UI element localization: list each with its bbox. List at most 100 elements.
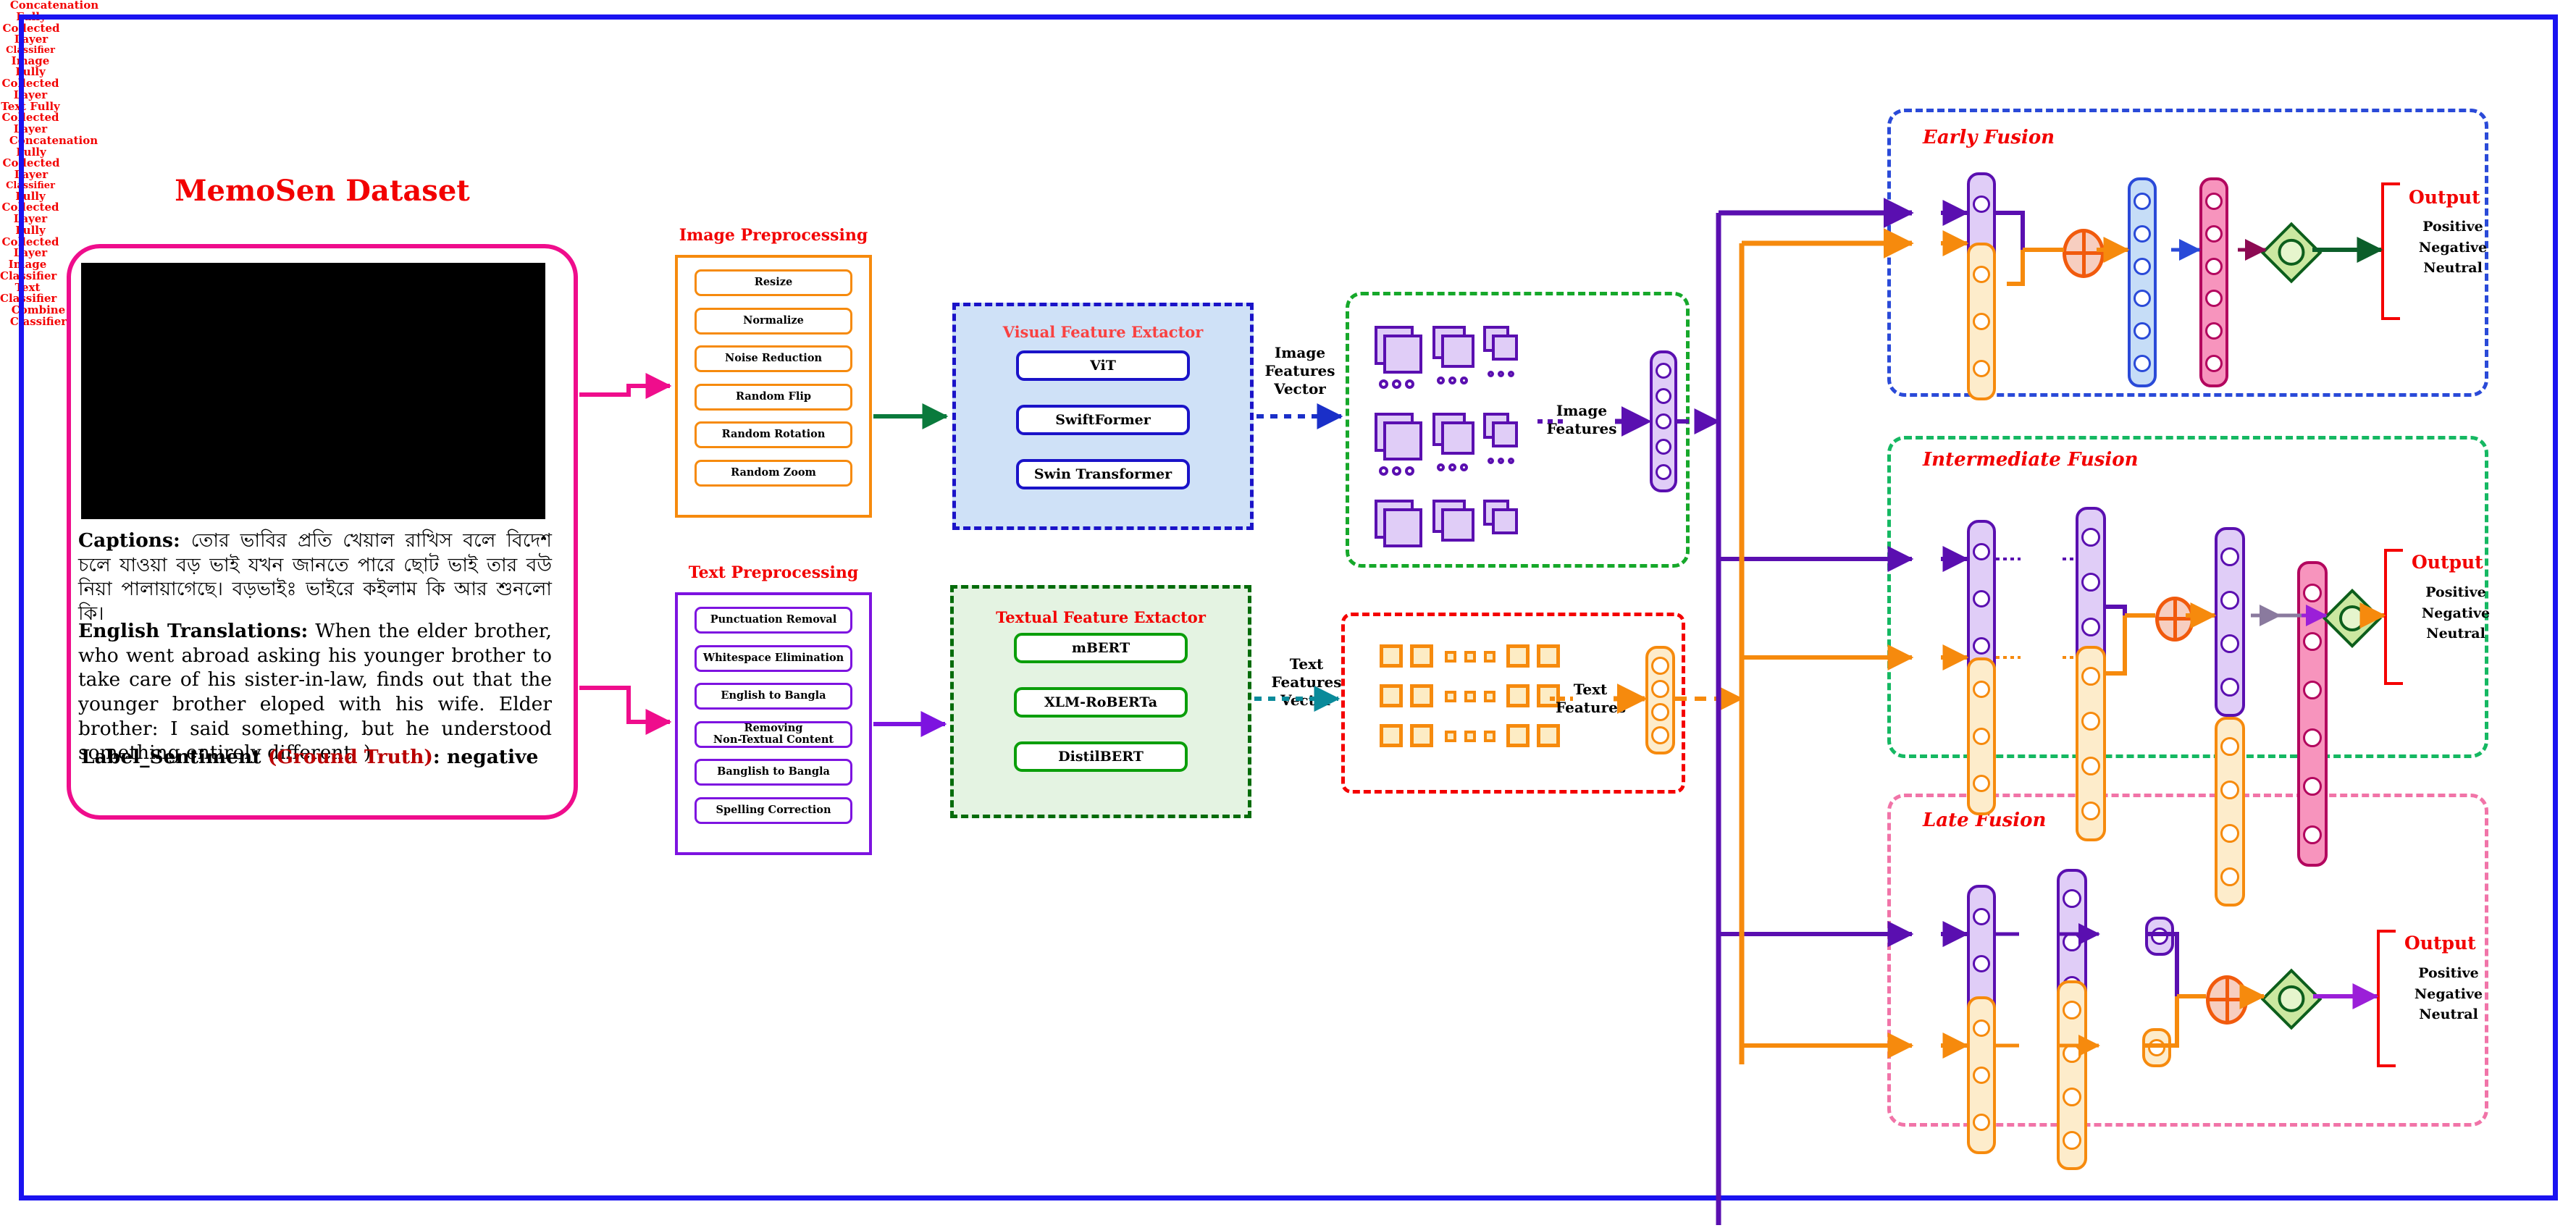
vector-node	[2081, 757, 2100, 775]
image-preprocessing-step-2[interactable]: Normalize	[695, 307, 852, 335]
textual-extractor-model-2[interactable]: XLM-RoBERTa	[1014, 687, 1188, 718]
visual-extractor-model-3[interactable]: Swin Transformer	[1016, 459, 1190, 489]
vector-node	[2134, 354, 2151, 372]
vector-node	[1973, 542, 1990, 560]
image-feature-tile	[1483, 500, 1518, 534]
text-feature-square-small	[1484, 731, 1495, 742]
vector-node	[2205, 224, 2223, 243]
vector-node	[1973, 775, 1990, 793]
vector-node	[2220, 678, 2239, 697]
late-combine-node	[2206, 975, 2248, 1025]
early-text-vector[interactable]	[1967, 243, 1996, 400]
vector-node	[2220, 737, 2239, 756]
ellipsis-dot-icon	[1405, 379, 1414, 389]
intermediate-text-fc-vector[interactable]	[2076, 646, 2106, 841]
vector-node	[2063, 1088, 2081, 1106]
text-feature-square	[1537, 644, 1560, 668]
vector-node	[2205, 193, 2223, 211]
text-preprocessing-step-6[interactable]: Spelling Correction	[695, 796, 852, 824]
vector-node	[2220, 824, 2239, 843]
image-feature-ellipsis	[1437, 463, 1468, 471]
vector-node	[2081, 667, 2100, 686]
ellipsis-dot-icon	[1392, 466, 1401, 476]
image-preprocessing-step-6[interactable]: Random Zoom	[695, 459, 852, 487]
vector-node	[1656, 438, 1671, 455]
intermediate-image-vector[interactable]	[1967, 520, 1996, 678]
ellipsis-dot-icon	[1379, 379, 1388, 389]
vector-node	[2303, 825, 2322, 844]
text-preprocessing-step-2[interactable]: Whitespace Elimination	[695, 644, 852, 672]
vector-node	[2205, 354, 2223, 372]
text-feature-square	[1410, 684, 1433, 707]
vector-node	[2063, 1001, 2081, 1019]
ellipsis-dot-icon	[1405, 466, 1414, 476]
text-feature-square	[1537, 724, 1560, 747]
ellipsis-dot-icon	[1448, 463, 1456, 471]
visual-extractor-model-2[interactable]: SwiftFormer	[1016, 405, 1190, 435]
text-feature-square-small	[1464, 651, 1476, 663]
ellipsis-dot-icon	[1392, 379, 1401, 389]
vector-node	[2063, 1131, 2081, 1150]
vector-node	[2205, 290, 2223, 308]
image-feature-ellipsis	[1437, 377, 1468, 384]
image-preprocessing-step-1[interactable]: Resize	[695, 269, 852, 296]
vector-node	[1651, 702, 1669, 721]
translation-text: When the elder brother, who went abroad …	[78, 620, 552, 765]
image-preprocessing-step-5[interactable]: Random Rotation	[695, 421, 852, 448]
textual-extractor-model-3[interactable]: DistilBERT	[1014, 741, 1188, 772]
text-feature-output-vector[interactable]	[1645, 646, 1675, 754]
text-feature-square-small	[1464, 691, 1476, 702]
vector-node	[2151, 928, 2168, 945]
text-preprocessing-step-5[interactable]: Banglish to Bangla	[695, 759, 852, 786]
vector-node	[1651, 656, 1669, 675]
vector-node	[2063, 933, 2081, 951]
early-fusion-title: Early Fusion	[1923, 127, 2055, 148]
image-feature-output-vector[interactable]	[1650, 350, 1677, 492]
ellipsis-dot-icon	[1448, 377, 1456, 384]
vector-node	[1656, 388, 1671, 405]
intermediate-concat-top-vector[interactable]	[2215, 527, 2245, 717]
image-feature-square-front	[1492, 508, 1518, 534]
image-feature-square-front	[1441, 335, 1474, 368]
late-image-classifier-node[interactable]	[2145, 917, 2174, 956]
late-text-fc-vector[interactable]	[2057, 980, 2087, 1170]
image-preprocessing-step-3[interactable]: Noise Reduction	[695, 345, 852, 372]
text-preprocessing-step-1[interactable]: Punctuation Removal	[695, 607, 852, 634]
late-text-classifier-node[interactable]	[2142, 1028, 2171, 1067]
dataset-title: MemoSen Dataset	[175, 174, 470, 208]
vector-node	[2081, 618, 2100, 636]
text-feature-square	[1380, 644, 1403, 668]
image-feature-tile	[1375, 500, 1422, 547]
vector-node	[2220, 867, 2239, 886]
visual-extractor-model-1[interactable]: ViT	[1016, 350, 1190, 381]
text-feature-square	[1537, 684, 1560, 707]
vector-node	[1973, 265, 1990, 283]
caption-row: Captions: তোর ভাবির প্রতি খেয়াল রাখিস ব…	[78, 529, 552, 626]
early-classifier-vector[interactable]	[2199, 177, 2228, 387]
vector-node	[2081, 802, 2100, 820]
intermediate-concat-bottom-vector[interactable]	[2215, 717, 2245, 907]
sentiment-value: negative	[446, 746, 539, 768]
vector-node	[2063, 889, 2081, 908]
intermediate-classifier-label: Classifier	[6, 180, 55, 191]
intermediate-text-vector[interactable]	[1967, 657, 1996, 815]
text-preprocessing-step-3[interactable]: English to Bangla	[695, 683, 852, 710]
ground-truth-qualifier: (Ground Truth)	[267, 746, 433, 768]
vector-node	[2134, 290, 2151, 308]
image-feature-square-front	[1383, 335, 1422, 374]
image-preprocessing-step-4[interactable]: Random Flip	[695, 383, 852, 411]
ellipsis-dot-icon	[1488, 458, 1494, 464]
vector-node	[1973, 1066, 1990, 1084]
text-preprocessing-title: Text Preprocessing	[688, 563, 859, 582]
late-text-vector[interactable]	[1967, 996, 1996, 1154]
early-fc-vector[interactable]	[2128, 177, 2157, 387]
intermediate-fc-vector[interactable]	[2297, 561, 2328, 867]
image-feature-tile	[1483, 413, 1518, 447]
textual-extractor-model-1[interactable]: mBERT	[1014, 633, 1188, 663]
image-feature-tile	[1375, 326, 1422, 374]
